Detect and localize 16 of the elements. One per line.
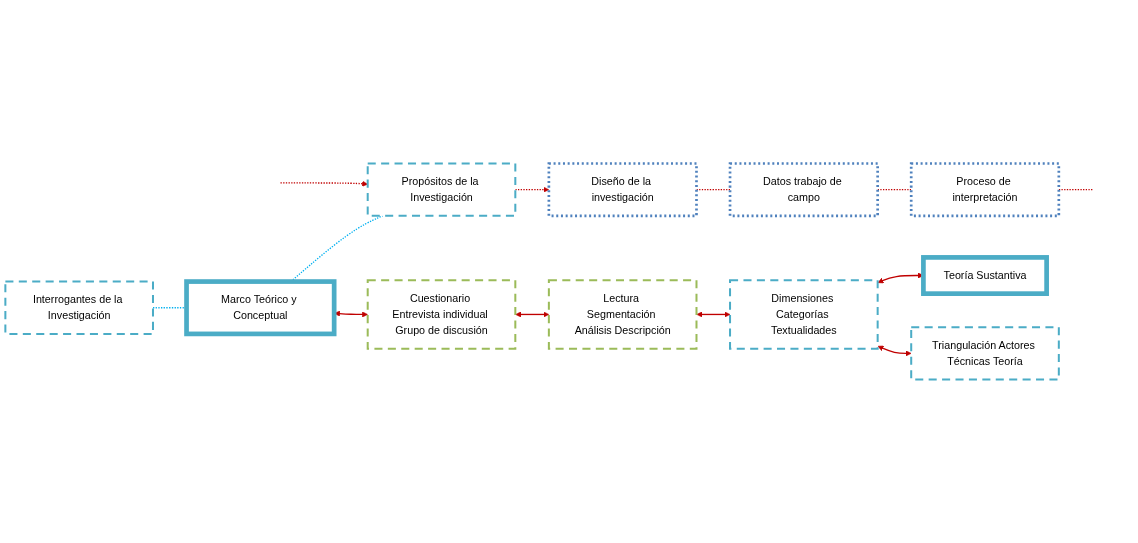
node-box: Propósitos de la Investigación bbox=[366, 162, 517, 217]
node-box: Interrogantes de la Investigación bbox=[4, 280, 154, 335]
node-box: Marco Teórico y Conceptual bbox=[184, 279, 337, 337]
node-box: Cuestionario Entrevista individual Grupo de discusión bbox=[366, 279, 517, 350]
arrow bbox=[877, 345, 912, 357]
node-box: Dimensiones Categorías Textualidades bbox=[729, 279, 879, 350]
connector bbox=[877, 188, 912, 191]
arrow bbox=[696, 311, 731, 318]
node-box: Teoría Sustantiva bbox=[921, 255, 1049, 296]
node-box: Diseño de la investigación bbox=[547, 162, 698, 218]
node-box: Proceso de interpretación bbox=[909, 162, 1061, 218]
node-box: Triangulación Actores Técnicas Teoría bbox=[910, 326, 1060, 381]
connector bbox=[1058, 188, 1094, 191]
arrow bbox=[279, 180, 368, 187]
node-box: Datos trabajo de campo bbox=[728, 162, 879, 218]
node-box: Lectura Segmentación Análisis Descripción bbox=[547, 279, 698, 350]
